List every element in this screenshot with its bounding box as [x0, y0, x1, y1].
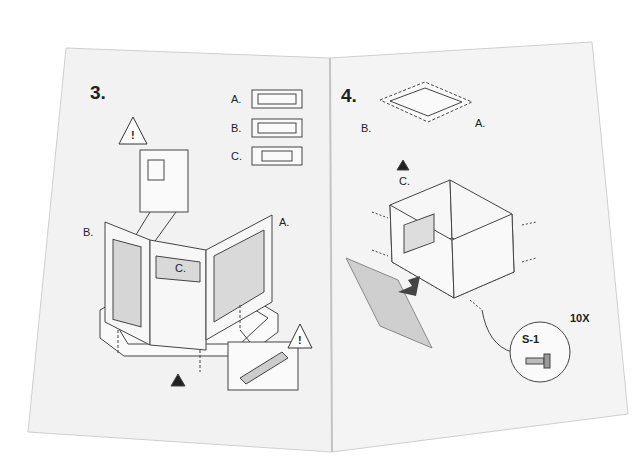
part-letter: C.	[175, 263, 186, 274]
part-letter: A.	[231, 94, 241, 105]
screw-code: S-1	[522, 334, 539, 345]
part-letter: C.	[399, 176, 410, 187]
part-letter: A.	[475, 118, 485, 129]
step-number: 3.	[90, 83, 106, 102]
part-letter: B.	[83, 227, 93, 238]
warning-mark: !	[298, 335, 302, 346]
step-number: 4.	[341, 86, 357, 105]
part-letter: B.	[231, 123, 241, 134]
quantity: 10X	[570, 313, 590, 324]
part-letter: C.	[231, 151, 242, 162]
warning-mark: !	[131, 130, 135, 141]
part-letter: B.	[361, 123, 371, 134]
part-letter: A.	[279, 217, 289, 228]
